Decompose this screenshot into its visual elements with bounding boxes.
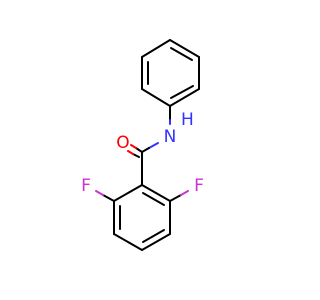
- molecule-structure: O N H F F: [81, 39, 204, 251]
- bond: [135, 147, 143, 153]
- bond: [170, 47, 193, 61]
- bond: [180, 190, 189, 196]
- hydrogen-atom-label: H: [181, 110, 194, 130]
- bond: [113, 184, 143, 202]
- oxygen-atom-label: O: [116, 133, 129, 153]
- bond: [127, 150, 134, 155]
- bond: [169, 39, 200, 58]
- atom-labels: O N H F F: [81, 110, 204, 196]
- bond: [130, 144, 137, 149]
- bond: [141, 88, 171, 107]
- phenyl-ring: [141, 39, 200, 107]
- amide-group: [127, 105, 171, 186]
- bond: [142, 229, 165, 243]
- difluorophenyl-ring: [95, 184, 189, 251]
- bond: [141, 39, 171, 58]
- bond: [169, 88, 200, 107]
- fluorine-atom-label: F: [81, 176, 91, 196]
- bond: [113, 233, 143, 251]
- bond: [148, 142, 159, 149]
- bond: [95, 190, 104, 196]
- nitrogen-atom-label: N: [164, 127, 177, 147]
- bond: [132, 153, 140, 158]
- bond: [141, 233, 171, 251]
- bond: [170, 85, 194, 99]
- fluorine-atom-label: F: [194, 176, 204, 196]
- bond: [142, 192, 165, 206]
- bond: [141, 184, 171, 202]
- bond: [169, 194, 182, 202]
- bond: [102, 194, 115, 202]
- bond: [141, 147, 150, 153]
